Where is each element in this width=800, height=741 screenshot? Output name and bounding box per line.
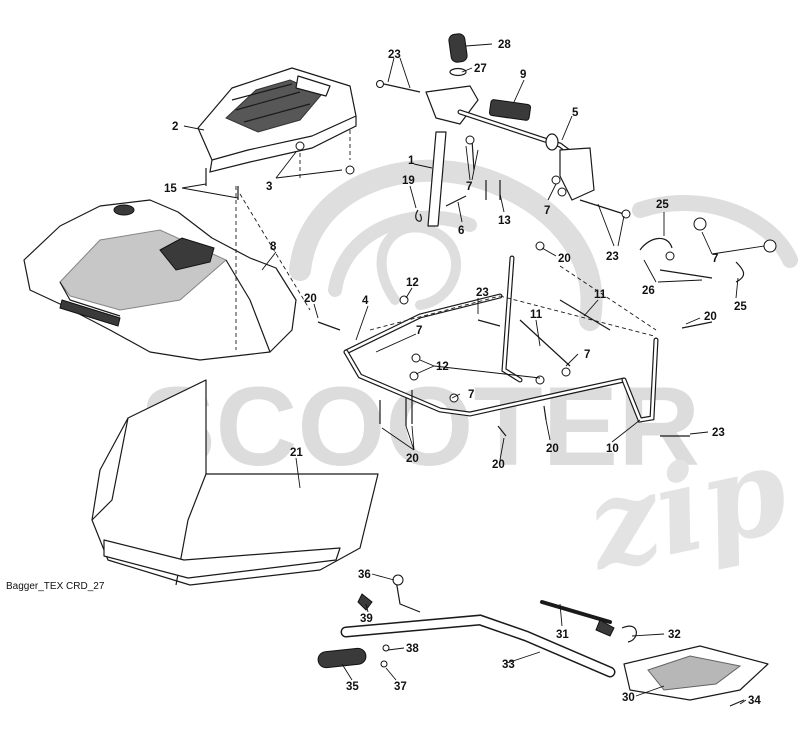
label-20: 20 [546, 443, 559, 455]
label-20: 20 [304, 293, 317, 305]
label-23: 23 [606, 251, 619, 263]
label-8: 8 [270, 241, 277, 253]
label-11: 11 [530, 309, 543, 321]
watermark-logo-swirl [289, 159, 798, 331]
label-12: 12 [436, 361, 449, 373]
label-3: 3 [266, 181, 272, 193]
label-7: 7 [544, 205, 550, 217]
label-36: 36 [358, 569, 371, 581]
label-13: 13 [498, 215, 511, 227]
drawing-caption: Bagger_TEX CRD_27 [6, 581, 105, 592]
label-10: 10 [606, 443, 619, 455]
label-25: 25 [656, 199, 669, 211]
label-20: 20 [492, 459, 505, 471]
label-38: 38 [406, 643, 419, 655]
label-31: 31 [556, 629, 569, 641]
label-20: 20 [406, 453, 419, 465]
label-26: 26 [642, 285, 655, 297]
label-7: 7 [466, 181, 472, 193]
label-23: 23 [712, 427, 725, 439]
label-30: 30 [622, 692, 635, 704]
label-23: 23 [388, 49, 401, 61]
label-7: 7 [712, 253, 718, 265]
label-7: 7 [416, 325, 422, 337]
label-6: 6 [458, 225, 464, 237]
hood-frame [205, 130, 777, 437]
label-12: 12 [406, 277, 419, 289]
label-11: 11 [594, 289, 607, 301]
bagger-lever [317, 574, 769, 707]
label-32: 32 [668, 629, 681, 641]
label-27: 27 [474, 63, 487, 75]
side-panel [91, 379, 379, 586]
label-1: 1 [408, 155, 415, 167]
hood-top-panel [197, 67, 357, 173]
lever-assembly [376, 33, 631, 227]
label-37: 37 [394, 681, 407, 693]
leader-lines [181, 43, 765, 705]
label-39: 39 [360, 613, 373, 625]
label-5: 5 [572, 107, 579, 119]
part-labels: 28 23 27 9 2 5 1 3 15 19 7 7 6 13 23 25 … [164, 39, 761, 707]
label-28: 28 [498, 39, 511, 51]
label-34: 34 [748, 695, 761, 707]
label-20: 20 [704, 311, 717, 323]
label-23: 23 [476, 287, 489, 299]
label-35: 35 [346, 681, 359, 693]
label-21: 21 [290, 447, 303, 459]
dash-cover [23, 199, 297, 361]
label-9: 9 [520, 69, 526, 81]
label-4: 4 [362, 295, 369, 307]
label-33: 33 [502, 659, 515, 671]
label-15: 15 [164, 183, 177, 195]
label-7: 7 [468, 389, 474, 401]
label-2: 2 [172, 121, 178, 133]
label-7: 7 [584, 349, 590, 361]
label-19: 19 [402, 175, 415, 187]
label-25: 25 [734, 301, 747, 313]
label-20: 20 [558, 253, 571, 265]
